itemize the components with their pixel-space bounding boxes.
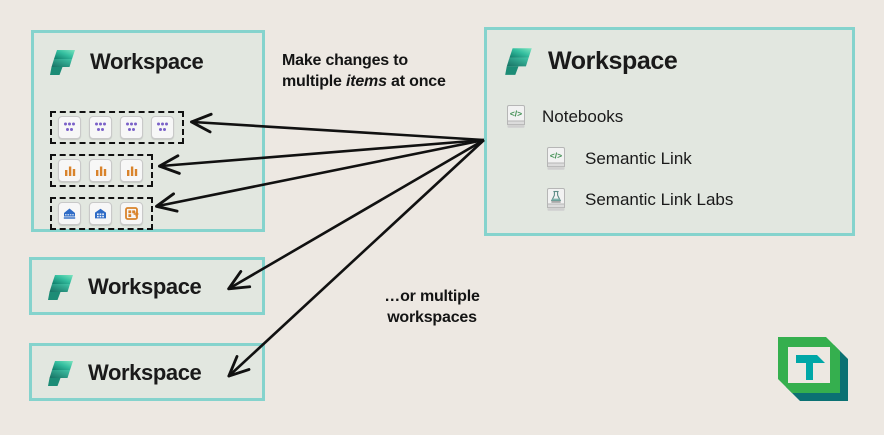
notebook-icon: </> (545, 146, 567, 172)
flask-icon (545, 187, 567, 213)
fabric-logo-icon (46, 357, 76, 389)
right-workspace-header: Workspace (503, 44, 678, 78)
arrow-to-workspace-3 (227, 139, 485, 378)
reports-group[interactable] (50, 154, 153, 187)
annotation-items: Make changes to multiple items at once (282, 50, 446, 92)
fabric-logo-icon (503, 44, 535, 78)
semantic-model-icon[interactable] (89, 116, 112, 139)
workspace-card-2[interactable]: Workspace (29, 257, 265, 315)
main-workspace-title: Workspace (90, 49, 204, 74)
workspace-card-3[interactable]: Workspace (29, 343, 265, 401)
workspace-2-header: Workspace (46, 271, 202, 303)
arrow-to-workspace-2 (227, 138, 485, 291)
fabric-logo-icon (46, 271, 76, 303)
right-workspace-title: Workspace (548, 46, 678, 75)
annotation-workspaces-line2: workspaces (387, 309, 477, 327)
semantic-model-icon[interactable] (58, 116, 81, 139)
notebook-icon: </> (505, 104, 527, 130)
annotation-items-line2-pre: multiple (282, 73, 346, 91)
warehouse-icon[interactable] (89, 202, 112, 225)
dataflow-icon[interactable] (120, 202, 143, 225)
semantic-model-icon[interactable] (120, 116, 143, 139)
tree-item-semantic-link[interactable]: </> Semantic Link (545, 146, 692, 172)
annotation-items-line1: Make changes to (282, 52, 408, 69)
tree-item-notebooks[interactable]: </> Notebooks (505, 104, 623, 130)
lakehouse-icon[interactable] (58, 202, 81, 225)
main-workspace-header: Workspace (48, 46, 204, 78)
tree-item-label: Semantic Link Labs (585, 190, 734, 209)
workspace-3-title: Workspace (88, 360, 202, 385)
semantic-models-group[interactable] (50, 111, 184, 144)
right-workspace-card[interactable]: Workspace </> Notebooks </> (484, 27, 855, 236)
annotation-items-emphasis: items (345, 73, 387, 91)
workspace-2-title: Workspace (88, 274, 202, 299)
annotation-workspaces-line1: …or multiple (384, 288, 480, 305)
fabric-logo-icon (48, 46, 78, 78)
report-icon[interactable] (89, 159, 112, 182)
tree-item-label: Semantic Link (585, 149, 692, 168)
semantic-model-icon[interactable] (151, 116, 174, 139)
svg-text:</>: </> (510, 109, 522, 119)
workspace-3-header: Workspace (46, 357, 202, 389)
main-workspace-card[interactable]: Workspace (31, 30, 265, 232)
svg-text:</>: </> (550, 151, 562, 161)
data-items-group[interactable] (50, 197, 153, 230)
annotation-items-line2: multiple items at once (282, 71, 446, 92)
annotation-workspaces: …or multiple workspaces (372, 286, 492, 328)
tree-item-semantic-link-labs[interactable]: Semantic Link Labs (545, 187, 733, 213)
brand-logo (772, 325, 854, 411)
tree-item-label: Notebooks (542, 107, 624, 126)
report-icon[interactable] (58, 159, 81, 182)
report-icon[interactable] (120, 159, 143, 182)
annotation-items-line2-post: at once (386, 73, 446, 91)
